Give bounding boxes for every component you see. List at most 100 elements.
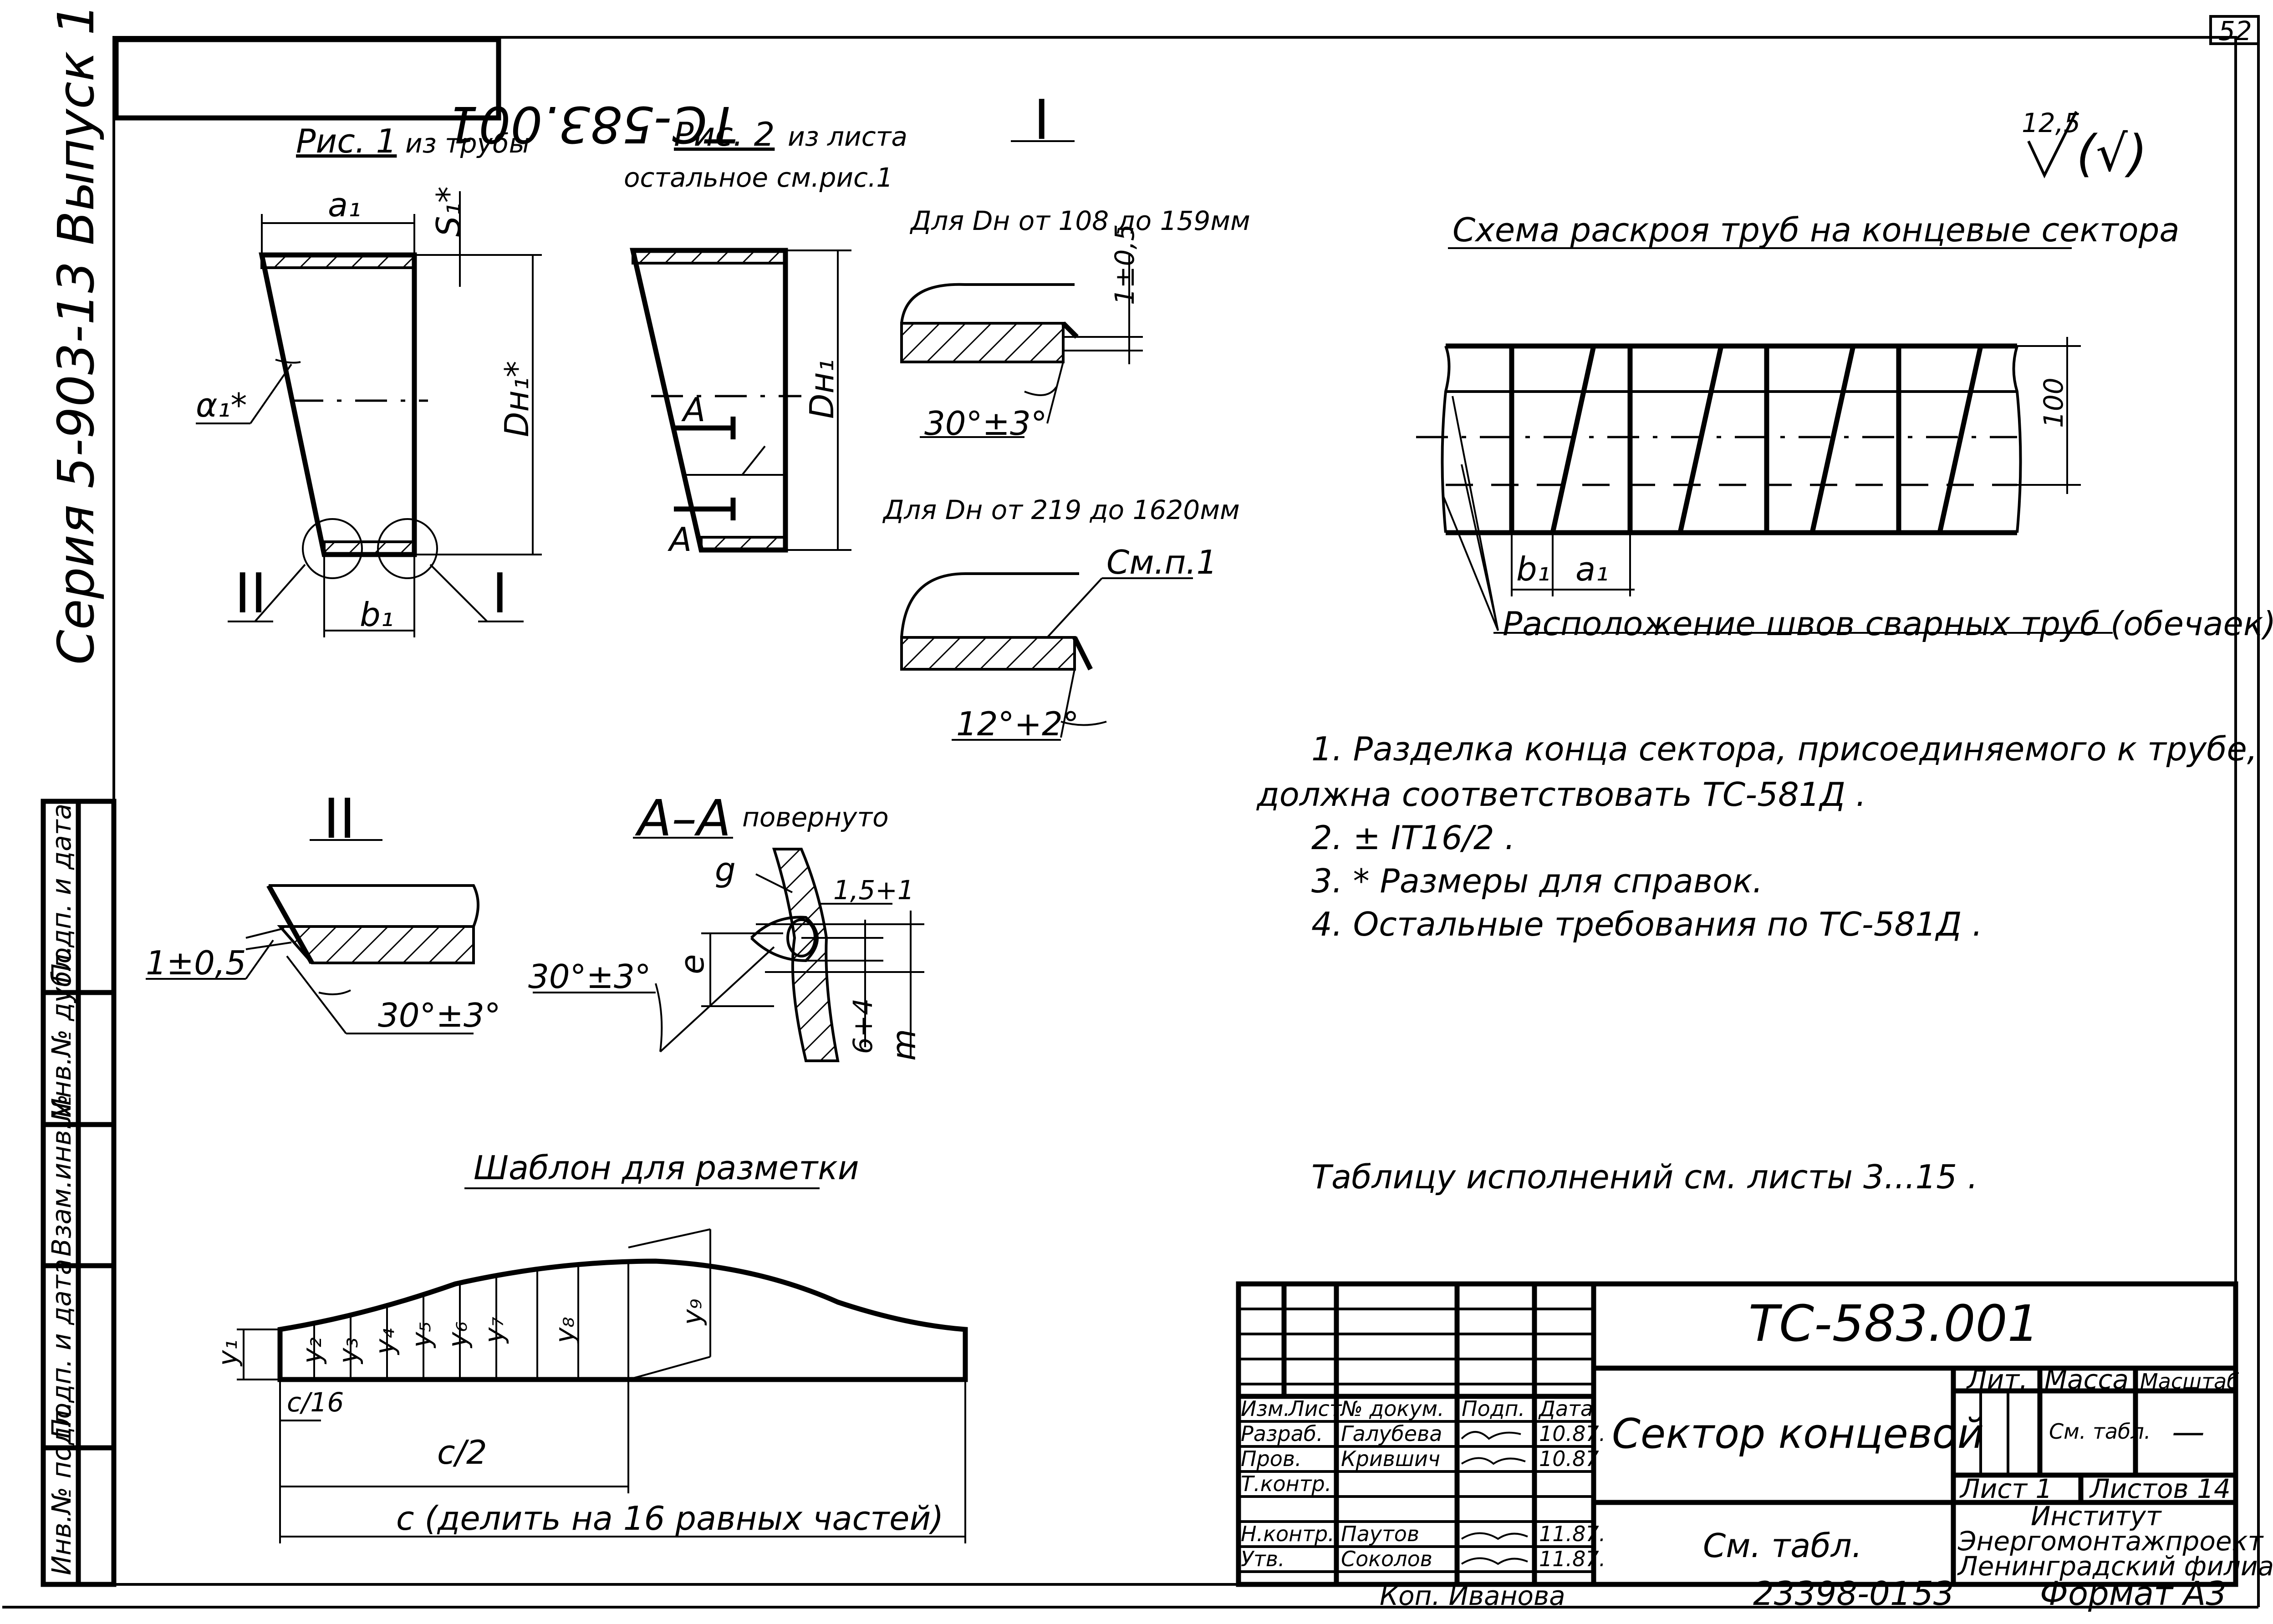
detail-108-angle: 30°±3° xyxy=(924,404,1047,443)
detail-219-ref: См.п.1 xyxy=(1106,543,1217,581)
tb-scale-value: — xyxy=(2172,1413,2205,1451)
section-AA-g: g xyxy=(715,850,736,889)
tb-name: Сектор концевой xyxy=(1612,1410,1984,1458)
template-c-full: с (делить на 16 равных частей) xyxy=(396,1499,943,1537)
tb-name-prov: Крившич xyxy=(1341,1446,1440,1471)
fig1-detail-II: II xyxy=(234,562,267,626)
stamp-box: ТС-583.001 xyxy=(113,37,738,153)
tb-role-prov: Пров. xyxy=(1241,1446,1302,1471)
tb-org-3: Ленинградский филиал xyxy=(1957,1551,2273,1582)
tb-code: ТС-583.001 xyxy=(1748,1294,2039,1353)
series-label: Серия 5-903-13 Выпуск 1 xyxy=(47,4,105,665)
template-c2: с/2 xyxy=(437,1433,487,1471)
section-AA-h: 6+4 xyxy=(847,998,878,1054)
note-1b: должна соответствовать ТС-581Д . xyxy=(1256,775,1866,814)
margin-vzam-inv: Взам.инв.№ xyxy=(46,1094,77,1257)
fig2-title: Рис. 2 xyxy=(674,115,775,153)
tb-h-data: Дата xyxy=(1538,1396,1593,1421)
section-AA-drawing xyxy=(533,848,924,1062)
tb-role-razrab: Разраб. xyxy=(1241,1421,1323,1446)
tb-h-dokum: № докум. xyxy=(1340,1396,1444,1421)
template-y3: y₃ xyxy=(333,1337,364,1364)
template-title: Шаблон для разметки xyxy=(474,1149,859,1187)
fig1-sector xyxy=(196,191,542,637)
template-y4: y₄ xyxy=(369,1328,400,1355)
tb-date-razrab: 10.87. xyxy=(1539,1421,1605,1446)
fig1-a1: a₁ xyxy=(328,186,361,224)
template-c16: с/16 xyxy=(287,1387,344,1418)
title-block-grid xyxy=(1236,1281,2238,1587)
sheet-number: 52 xyxy=(2218,15,2252,46)
fig1-alpha1: α₁* xyxy=(196,386,247,424)
tb-date-nkontr: 11.87. xyxy=(1539,1522,1605,1546)
tb-h-podp: Подп. xyxy=(1462,1396,1525,1421)
tb-role-nkontr: Н.контр. xyxy=(1241,1522,1335,1546)
template-y2: y₂ xyxy=(296,1337,327,1364)
fig2-dn1: Dн₁ xyxy=(803,359,841,419)
fig2-subtitle: из листа xyxy=(788,121,907,152)
roughness-symbol xyxy=(2027,111,2078,178)
tb-mass-value: См. табл. xyxy=(2049,1419,2151,1444)
scheme-dim-100: 100 xyxy=(2038,377,2069,428)
scheme-title: Схема раскроя труб на концевые сектора xyxy=(1452,211,2180,249)
table-ref: Таблицу исполнений см. листы 3...15 . xyxy=(1311,1158,1978,1196)
roughness-value: 12,5 xyxy=(2022,107,2080,138)
detail-108-title: Для Dн от 108 до 159мм xyxy=(909,205,1250,236)
view-II-angle: 30°±3° xyxy=(378,996,501,1034)
note-1a: 1. Разделка конца сектора, присоединяемо… xyxy=(1311,730,2258,768)
fig1-title: Рис. 1 xyxy=(296,122,397,160)
note-4: 4. Остальные требования по ТС-581Д . xyxy=(1311,905,1983,943)
fig1-dn1: Dн₁* xyxy=(498,361,536,437)
detail-219-drawing xyxy=(900,572,1193,741)
template-y9: y₉ xyxy=(677,1298,708,1326)
view-I-title: I xyxy=(1034,89,1050,152)
template-drawing xyxy=(237,1228,968,1543)
margin-inv-podl: Инв.№ подл. xyxy=(46,1401,77,1575)
tb-lit-label: Лит. xyxy=(1966,1364,2028,1395)
tb-date-prov: 10.87 xyxy=(1539,1446,1599,1471)
detail-108-dim: 1±0,5 xyxy=(1109,224,1140,305)
view-II-drawing xyxy=(146,884,479,1034)
footer-copied: Коп. Иванова xyxy=(1380,1580,1565,1611)
roughness-mark: (√) xyxy=(2076,124,2147,183)
fig1-s1: S₁* xyxy=(429,186,468,237)
scheme-a1: a₁ xyxy=(1575,550,1609,588)
tb-date-utv: 11.87. xyxy=(1539,1547,1605,1571)
margin-inv-dubl: Инв.№ дубл. xyxy=(46,946,77,1118)
template-y6: y₆ xyxy=(442,1321,473,1349)
tb-material: См. табл. xyxy=(1703,1527,1862,1565)
stamp-code: ТС-583.001 xyxy=(447,95,738,153)
detail-219-angle: 12°+2° xyxy=(956,705,1079,743)
tb-name-utv: Соколов xyxy=(1341,1547,1432,1571)
fig2-A-top: А xyxy=(681,391,705,429)
note-3: 3. * Размеры для справок. xyxy=(1311,862,1763,900)
tb-role-tkontr: Т.контр. xyxy=(1241,1471,1331,1496)
note-2: 2. ± IT16/2 . xyxy=(1311,819,1515,857)
section-AA-gap: 1,5+1 xyxy=(833,875,914,906)
tb-name-nkontr: Паутов xyxy=(1341,1522,1419,1546)
left-margin-strip xyxy=(41,799,117,1587)
footer-order: 23398-01 xyxy=(1753,1574,1911,1613)
template-y8: y₈ xyxy=(549,1317,580,1344)
fig2-A-bottom: А xyxy=(668,520,692,559)
template-y7: y₇ xyxy=(479,1317,510,1344)
view-II-title: II xyxy=(323,788,356,851)
fig1-b1: b₁ xyxy=(360,596,394,634)
tb-h-izm: Изм. xyxy=(1241,1396,1290,1421)
tb-scale-label: Масштаб xyxy=(2140,1369,2240,1394)
detail-108-drawing xyxy=(900,255,1143,438)
tb-role-utv: Утв. xyxy=(1241,1547,1285,1571)
tb-sheet: Лист 1 xyxy=(1959,1473,2052,1504)
tb-org-1: Институт xyxy=(2031,1501,2162,1532)
footer-page: 53 xyxy=(1912,1574,1954,1613)
template-y1: y₁ xyxy=(212,1339,243,1367)
view-II-dim: 1±0,5 xyxy=(146,944,246,982)
fig2-sector xyxy=(630,248,851,553)
scheme-drawing xyxy=(1416,337,2113,634)
section-AA-m: m xyxy=(885,1029,923,1061)
section-AA-e: e xyxy=(673,954,711,974)
margin-podp-data-1: Подп. и дата xyxy=(46,1259,77,1439)
tb-name-razrab: Галубева xyxy=(1341,1421,1442,1446)
fig1-detail-I: I xyxy=(492,562,508,626)
fig1-subtitle: из трубы xyxy=(405,128,530,159)
